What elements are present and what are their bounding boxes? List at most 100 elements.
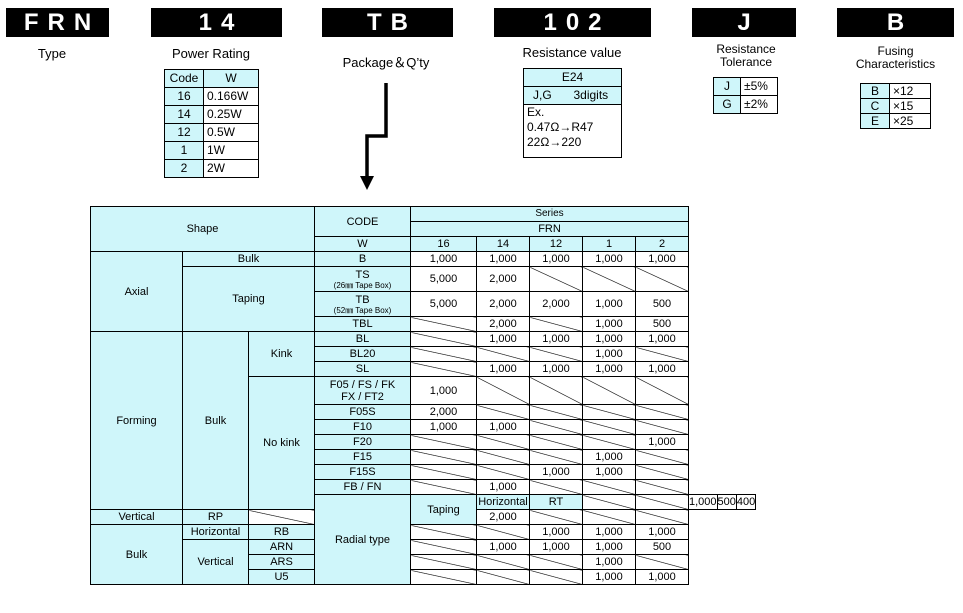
axial-group: Axial: [90, 251, 183, 332]
power-code-cell: 2: [164, 159, 204, 178]
code-text: TB: [355, 293, 370, 306]
code-note: (52㎜ Tape Box): [333, 305, 392, 315]
code-cell: TB(52㎜ Tape Box): [314, 291, 411, 317]
fusing-label-1: Fusing: [877, 44, 914, 58]
resistance-example-1: 0.47Ω→R47: [527, 120, 594, 134]
na-cell: [635, 554, 689, 570]
na-cell: [410, 464, 477, 480]
wattage-header: 14: [476, 236, 530, 252]
tolerance-label-1: Resistance: [716, 42, 776, 56]
fusing-code-cell: C: [860, 98, 890, 114]
power-code-cell: 14: [164, 105, 204, 124]
na-cell: [529, 569, 583, 585]
resistance-digits-cell: 3digits: [560, 86, 622, 105]
bulk-label: Bulk: [182, 251, 315, 267]
na-cell: [529, 266, 583, 292]
code-cell: RB: [248, 524, 315, 540]
power-value-cell: 0.5W: [203, 123, 259, 142]
value-cell: 1,000: [529, 524, 583, 540]
na-cell: [248, 509, 315, 525]
value-cell: 1,000: [529, 331, 583, 347]
fusing-label-2: Characteristics: [855, 57, 936, 71]
na-cell: [476, 524, 530, 540]
power-value-cell: 0.25W: [203, 105, 259, 124]
vertical-label: Vertical: [182, 539, 249, 585]
code-cell: BL: [314, 331, 411, 347]
fusing-value-cell: ×12: [889, 83, 931, 99]
fusing-value-cell: ×15: [889, 98, 931, 114]
na-cell: [582, 479, 636, 495]
na-cell: [635, 404, 689, 420]
na-cell: [582, 419, 636, 435]
na-cell: [529, 419, 583, 435]
code-cell: SL: [314, 361, 411, 377]
code-cell: ARS: [248, 554, 315, 570]
value-cell: 1,000: [410, 419, 477, 435]
na-cell: [476, 554, 530, 570]
na-cell: [476, 569, 530, 585]
radial-bulk-label: Bulk: [90, 524, 183, 585]
value-cell: 1,000: [410, 251, 477, 267]
series-header: Series: [410, 206, 689, 222]
wattage-header: 16: [410, 236, 477, 252]
value-cell: 1,000: [635, 251, 689, 267]
na-cell: [476, 404, 530, 420]
na-cell: [635, 509, 689, 525]
power-value-cell: 0.166W: [203, 87, 259, 106]
na-cell: [410, 361, 477, 377]
radial-group: Radial type: [314, 494, 411, 585]
power-code-cell: 16: [164, 87, 204, 106]
na-cell: [476, 434, 530, 450]
code-cell: TS(26㎜ Tape Box): [314, 266, 411, 292]
tolerance-code: J: [692, 8, 796, 37]
na-cell: [635, 346, 689, 362]
code-cell: BL20: [314, 346, 411, 362]
value-cell: 1,000: [476, 361, 530, 377]
na-cell: [529, 346, 583, 362]
wattage-header: 1: [582, 236, 636, 252]
horizontal-label: Horizontal: [476, 494, 530, 510]
na-cell: [582, 434, 636, 450]
tolerance-label-2: Tolerance: [719, 55, 773, 69]
value-cell: 1,000: [582, 464, 636, 480]
value-cell: 500: [635, 291, 689, 317]
value-cell: 1,000: [582, 554, 636, 570]
code-cell: B: [314, 251, 411, 267]
na-cell: [635, 479, 689, 495]
na-cell: [582, 376, 636, 405]
forming-bulk-label: Bulk: [182, 331, 249, 510]
code-cell: F05S: [314, 404, 411, 420]
tolerance-code-cell: G: [713, 95, 741, 114]
code-text: F05 / FS / FK: [329, 378, 396, 391]
value-cell: 1,000: [476, 479, 530, 495]
power-table-header-code: Code: [164, 69, 204, 88]
radial-taping-label: Taping: [410, 494, 477, 525]
na-cell: [635, 449, 689, 465]
value-cell: 1,000: [688, 494, 718, 510]
code-cell: F10: [314, 419, 411, 435]
horizontal-label: Horizontal: [182, 524, 249, 540]
tolerance-table: J±5% G±2%: [713, 77, 778, 114]
tolerance-value-cell: ±2%: [740, 95, 778, 114]
value-cell: 1,000: [582, 361, 636, 377]
na-cell: [410, 524, 477, 540]
package-quantity-table: Shape CODE Series FRN W 16 14 12 1 2 Axi…: [90, 206, 757, 585]
na-cell: [476, 449, 530, 465]
power-value-cell: 2W: [203, 159, 259, 178]
code-cell: FB / FN: [314, 479, 411, 495]
na-cell: [476, 346, 530, 362]
na-cell: [529, 479, 583, 495]
code-cell: RT: [529, 494, 583, 510]
tolerance-code-cell: J: [713, 77, 741, 96]
resistance-label: Resistance value: [522, 45, 622, 60]
na-cell: [529, 509, 583, 525]
power-code-cell: 12: [164, 123, 204, 142]
value-cell: 5,000: [410, 291, 477, 317]
na-cell: [529, 316, 583, 332]
na-cell: [635, 494, 689, 510]
na-cell: [529, 376, 583, 405]
w-header: W: [314, 236, 411, 252]
value-cell: 2,000: [529, 291, 583, 317]
